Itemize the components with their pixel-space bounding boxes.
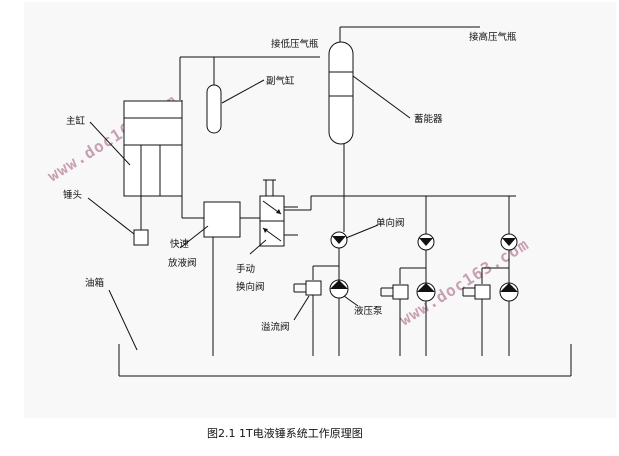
check-valve-leader [345, 224, 379, 239]
manual-directional-valve [259, 179, 298, 247]
pressure-line [284, 195, 516, 211]
label-high-pressure-bottle: 接高压气瓶 [469, 31, 517, 43]
pump-leader [343, 295, 359, 307]
hammer-head [133, 229, 149, 246]
label-manual-line2: 换向阀 [236, 281, 265, 293]
high-pressure-line [339, 26, 480, 42]
main-cylinder [123, 100, 183, 230]
secondary-cylinder-leader [221, 79, 265, 104]
secondary-cylinder [206, 84, 222, 134]
label-manual-line1: 手动 [236, 263, 255, 275]
relief-valve-3 [474, 284, 491, 300]
oil-tank [118, 344, 572, 377]
figure-panel [24, 2, 616, 418]
label-hammer-head: 锤头 [63, 189, 82, 201]
label-fast-discharge-line1: 快速 [170, 238, 190, 250]
label-secondary-cylinder: 副气缸 [266, 75, 295, 87]
relief-valve-2 [392, 284, 409, 300]
label-main-cylinder: 主缸 [66, 115, 86, 127]
pump-group-1 [293, 231, 349, 356]
hammer-head-leader [87, 197, 135, 235]
label-fast-discharge-line2: 放液阀 [168, 257, 197, 269]
manual-valve-leader [249, 239, 267, 255]
low-pressure-line [179, 56, 320, 100]
fast-discharge-valve [203, 201, 241, 238]
label-check-valve: 单向阀 [376, 217, 405, 229]
label-accumulator: 蓄能器 [414, 113, 443, 125]
pump-group-3 [462, 196, 519, 356]
oil-tank-leader [108, 289, 138, 351]
cylinder-to-valve-line [181, 100, 204, 219]
fast-discharge-leader [179, 225, 209, 249]
accumulator-leader [352, 75, 411, 119]
label-pump: 液压泵 [354, 305, 383, 317]
label-low-pressure-bottle: 接低压气瓶 [271, 38, 319, 50]
label-oil-tank: 油箱 [85, 277, 104, 289]
label-relief-valve: 溢流阀 [261, 321, 290, 333]
relief-valve-1 [305, 280, 322, 296]
accumulator [328, 41, 354, 145]
relief-valve-leader [293, 295, 310, 321]
figure-caption: 图2.1 1T电液锤系统工作原理图 [207, 426, 363, 440]
main-cylinder-leader [89, 121, 131, 166]
pump-group-2 [380, 196, 436, 356]
